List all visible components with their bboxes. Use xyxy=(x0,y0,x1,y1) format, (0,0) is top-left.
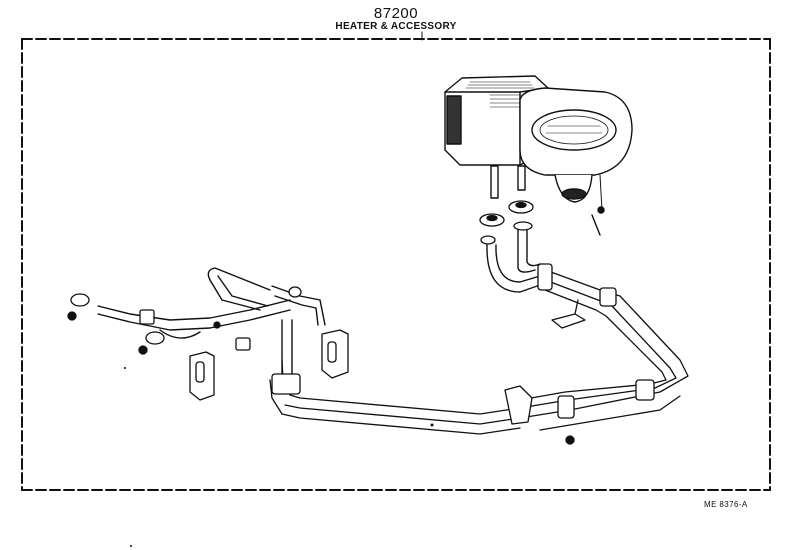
part-number-title: 87200 xyxy=(373,5,419,22)
grommets xyxy=(479,200,534,245)
section-title: HEATER & ACCESSORY xyxy=(335,21,457,32)
diagram-frame xyxy=(21,38,771,491)
left-pipework xyxy=(97,267,326,381)
stray-marks xyxy=(124,367,434,547)
reference-code: ME 8376-A xyxy=(704,500,748,509)
mounting-brackets xyxy=(189,329,349,401)
hose-clamps xyxy=(67,286,302,395)
pipe-clamps xyxy=(504,263,655,445)
heater-unit xyxy=(444,75,633,236)
